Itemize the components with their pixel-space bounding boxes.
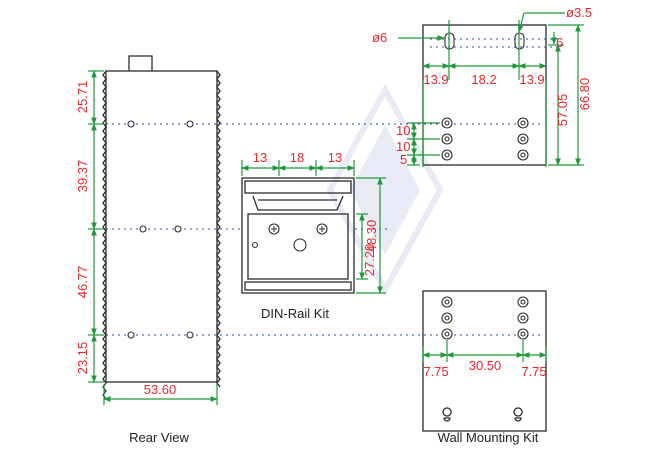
top-kit-dim-height-total: 66.80 [577, 78, 592, 111]
rear-fin-left [102, 70, 107, 400]
din-plate [247, 213, 349, 280]
top-kit-dim-hole-small: ø3.5 [566, 5, 592, 20]
top-kit-dim-pitch1: 10 [396, 123, 410, 138]
wall-kit-holes [441, 296, 529, 340]
top-kit-holes [441, 117, 529, 161]
din-screw-slots [271, 226, 325, 232]
rear-dim-width: 53.60 [144, 382, 177, 397]
watermark [326, 83, 444, 297]
top-kit-dim-middle: 18.2 [471, 72, 496, 87]
din-dim-top-mid: 18 [290, 150, 304, 165]
top-kit: ø6 ø3.5 6 13.9 18.2 13.9 57.05 66.80 10 … [372, 5, 592, 167]
top-kit-dim-pitch2: 10 [396, 139, 410, 154]
din-dim-top-right: 13 [328, 150, 342, 165]
top-kit-dim-bottom: 5 [400, 152, 407, 167]
rear-holes [127, 120, 194, 339]
wall-kit-dim-right: 7.75 [521, 364, 546, 379]
top-kit-dim-right: 13.9 [519, 72, 544, 87]
rear-dim-seg1: 25.71 [75, 81, 90, 114]
rear-view: 25.71 39.37 46.77 23.15 53.60 Rear View [75, 55, 221, 445]
rear-fin-right [216, 70, 221, 388]
top-kit-dim-height-inner: 57.05 [555, 94, 570, 127]
keyhole-right-icon [513, 407, 523, 422]
din-screws [251, 223, 328, 252]
keyhole-left-icon [442, 407, 452, 422]
rear-dim-seg2: 39.37 [75, 160, 90, 193]
din-dim-height: 48.30 [364, 220, 379, 253]
din-dim-top-left: 13 [253, 150, 267, 165]
rear-connector [128, 55, 153, 71]
din-top-lip [244, 180, 352, 194]
caption-wall-mounting-kit: Wall Mounting Kit [438, 430, 539, 445]
din-rail-upper [252, 195, 344, 211]
caption-din-rail-kit: DIN-Rail Kit [261, 306, 329, 321]
wall-mounting-kit: 7.75 30.50 7.75 Wall Mounting Kit [422, 290, 547, 445]
din-rail-kit: 13 18 13 48.30 27.20 DIN-Rail Kit [241, 150, 386, 321]
din-outer [241, 177, 355, 294]
rear-dim-seg4: 23.15 [75, 342, 90, 375]
rear-dim-lines [88, 70, 218, 405]
top-kit-dim-hole-large: ø6 [372, 30, 387, 45]
din-dim-inner-height: 27.20 [362, 244, 377, 277]
din-bottom-lip [244, 281, 352, 291]
rear-body [105, 70, 218, 383]
top-kit-plate [422, 24, 547, 166]
top-kit-dim-left: 13.9 [423, 72, 448, 87]
rear-dim-seg3: 46.77 [75, 266, 90, 299]
caption-rear-view: Rear View [129, 430, 189, 445]
top-kit-dim-lines [398, 12, 584, 167]
wall-kit-dim-lines [422, 340, 547, 362]
top-kit-dim-slot: 6 [556, 35, 563, 50]
wall-kit-dim-middle: 30.50 [469, 358, 502, 373]
wall-kit-dim-left: 7.75 [423, 364, 448, 379]
din-dim-lines [241, 160, 386, 294]
